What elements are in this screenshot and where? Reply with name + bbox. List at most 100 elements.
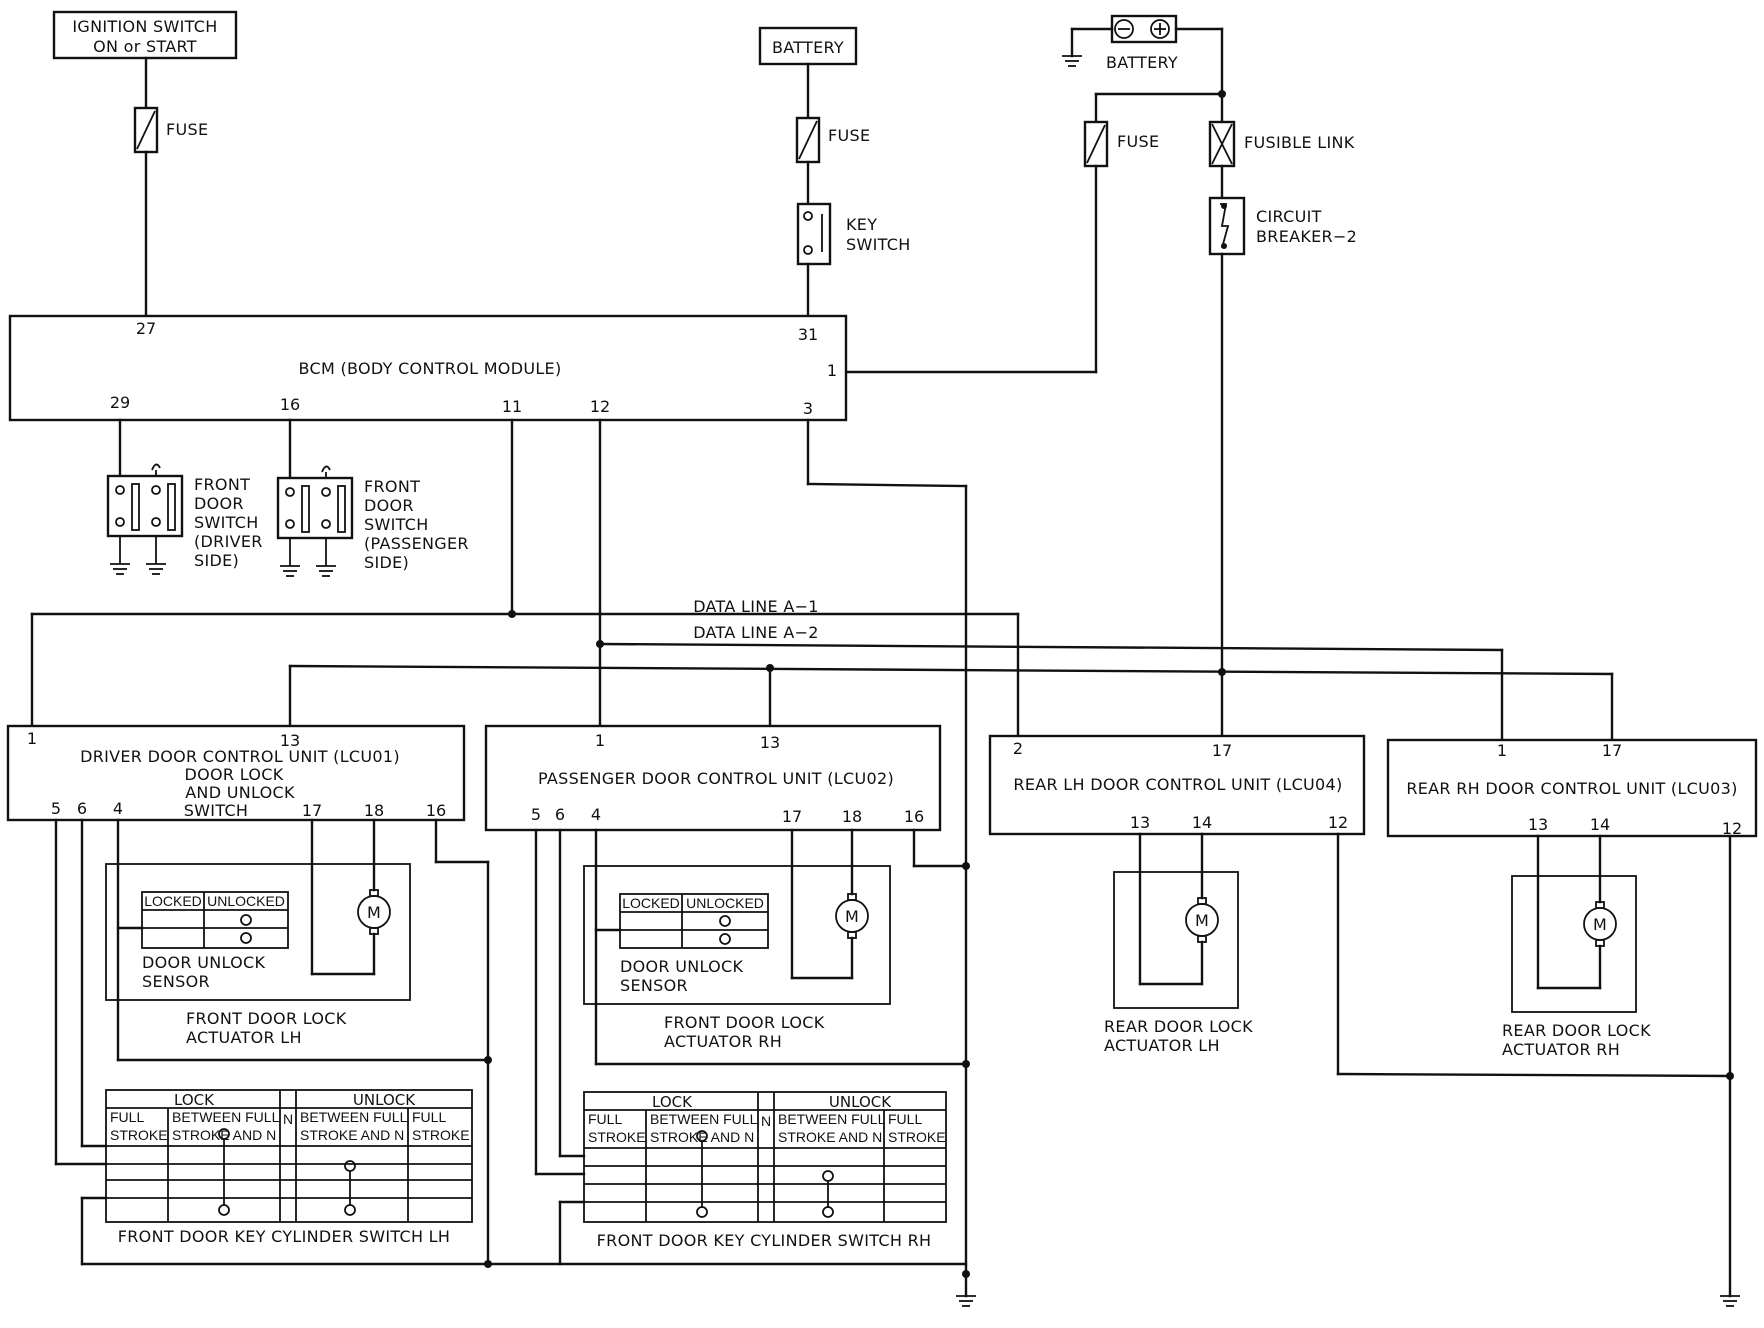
rear-door-lock-actuator-rh: M — [1511, 834, 1637, 1013]
svg-text:M: M — [1195, 911, 1209, 930]
kc-rh-n: N — [761, 1113, 771, 1129]
ignition-switch: IGNITION SWITCH ON or START — [52, 10, 238, 60]
ground-symbol — [956, 1295, 976, 1307]
kc-lh-strokeandn-2: STROKE AND N — [300, 1127, 404, 1143]
sensor-label-rh-2: SENSOR — [620, 976, 688, 995]
rear-actuator-rh-label-2: ACTUATOR RH — [1502, 1040, 1620, 1059]
bcm-pin-12: 12 — [590, 397, 610, 416]
actuator-lh-label-2: ACTUATOR LH — [186, 1028, 302, 1047]
lcu03-pin-17: 17 — [1602, 741, 1622, 760]
kc-rh-strokeandn-1: STROKE AND N — [650, 1129, 754, 1145]
fuse-battery-label: FUSE — [828, 126, 870, 145]
rear-actuator-rh-label-1: REAR DOOR LOCK — [1502, 1021, 1651, 1040]
fusible-link-label: FUSIBLE LINK — [1244, 133, 1355, 152]
lcu04-pin-13: 13 — [1130, 813, 1150, 832]
passenger-switch-label-4: (PASSENGER — [364, 534, 469, 553]
front-door-lock-actuator-rh: LOCKED UNLOCKED DOOR UNLOCK SENSOR M — [583, 865, 891, 1005]
lcu02-pin-4: 4 — [591, 805, 601, 824]
motor-icon: M — [835, 893, 869, 939]
circuit-breaker: CIRCUIT BREAKER−2 — [1208, 196, 1357, 256]
passenger-switch-label-5: SIDE) — [364, 553, 409, 572]
lcu02-title: PASSENGER DOOR CONTROL UNIT (LCU02) — [538, 769, 894, 788]
fuse-ignition: FUSE — [133, 106, 208, 154]
locked-label-rh: LOCKED — [622, 895, 680, 911]
key-cylinder-switch-lh: LOCK UNLOCK N FULL STROKE BETWEEN FULL S… — [105, 1089, 473, 1223]
kc-lh-between-1: BETWEEN FULL — [172, 1109, 280, 1125]
lcu02-pin-6: 6 — [555, 805, 565, 824]
kc-rh-between-2: BETWEEN FULL — [778, 1111, 886, 1127]
battery-symbol-label: BATTERY — [1106, 53, 1178, 72]
kc-rh-strokeandn-2: STROKE AND N — [778, 1129, 882, 1145]
kc-lh-between-2: BETWEEN FULL — [300, 1109, 408, 1125]
front-door-lock-actuator-lh: LOCKED UNLOCKED DOOR UNLOCK SENSOR M — [105, 863, 411, 1001]
kc-rh-lock: LOCK — [652, 1093, 693, 1111]
ground-symbol — [1062, 55, 1082, 67]
lcu01-pin-17: 17 — [302, 801, 322, 820]
driver-switch-label-4: (DRIVER — [194, 532, 263, 551]
ignition-label-2: ON or START — [93, 37, 197, 56]
data-line-a2-label: DATA LINE A−2 — [693, 623, 819, 642]
motor-icon: M — [1185, 897, 1219, 943]
rear-actuator-lh-label-2: ACTUATOR LH — [1104, 1036, 1220, 1055]
bcm-pin-27: 27 — [136, 319, 156, 338]
bcm-pin-31: 31 — [798, 325, 818, 344]
bcm-module: BCM (BODY CONTROL MODULE) 27 31 1 29 16 … — [8, 314, 848, 422]
passenger-switch-label-3: SWITCH — [364, 515, 429, 534]
lcu04-pin-17: 17 — [1212, 741, 1232, 760]
actuator-lh-label-1: FRONT DOOR LOCK — [186, 1009, 347, 1028]
lcu01-sub-1: DOOR LOCK — [184, 765, 283, 784]
battery-box: BATTERY — [758, 26, 858, 66]
circuit-breaker-label-2: BREAKER−2 — [1256, 227, 1357, 246]
lcu01-pin-18: 18 — [364, 801, 384, 820]
lcu02-pin-18: 18 — [842, 807, 862, 826]
battery-symbol: BATTERY — [1106, 14, 1178, 72]
fuse-module-label: FUSE — [1117, 132, 1159, 151]
fuse-battery: FUSE — [795, 116, 870, 164]
kc-lh-stroke-1: STROKE — [110, 1127, 168, 1143]
lcu01-driver-door-control-unit: 1 13 DRIVER DOOR CONTROL UNIT (LCU01) DO… — [6, 724, 466, 822]
ground-symbol — [1720, 1295, 1740, 1307]
svg-text:M: M — [367, 903, 381, 922]
kc-lh-unlock: UNLOCK — [353, 1091, 416, 1109]
lcu03-title: REAR RH DOOR CONTROL UNIT (LCU03) — [1406, 779, 1737, 798]
lcu01-title: DRIVER DOOR CONTROL UNIT (LCU01) — [80, 747, 400, 766]
lcu01-pin-5: 5 — [51, 799, 61, 818]
lcu01-sub-3: SWITCH — [184, 801, 249, 820]
sensor-label-lh-1: DOOR UNLOCK — [142, 953, 265, 972]
actuator-rh-label-1: FRONT DOOR LOCK — [664, 1013, 825, 1032]
key-cylinder-lh-label: FRONT DOOR KEY CYLINDER SWITCH LH — [118, 1227, 450, 1246]
kc-rh-stroke-1: STROKE — [588, 1129, 646, 1145]
passenger-switch-label-2: DOOR — [364, 496, 414, 515]
kc-lh-strokeandn-1: STROKE AND N — [172, 1127, 276, 1143]
lcu04-title: REAR LH DOOR CONTROL UNIT (LCU04) — [1013, 775, 1342, 794]
svg-text:M: M — [1593, 915, 1607, 934]
lcu04-pin-14: 14 — [1192, 813, 1212, 832]
lcu03-pin-12: 12 — [1722, 819, 1742, 838]
kc-lh-lock: LOCK — [174, 1091, 215, 1109]
key-cylinder-rh-label: FRONT DOOR KEY CYLINDER SWITCH RH — [597, 1231, 932, 1250]
fuse-ignition-label: FUSE — [166, 120, 208, 139]
svg-text:M: M — [845, 907, 859, 926]
key-switch-label-1: KEY — [846, 215, 877, 234]
driver-switch-label-2: DOOR — [194, 494, 244, 513]
key-cylinder-switch-rh: LOCK UNLOCK N FULL STROKE BETWEEN FULL S… — [583, 1091, 947, 1223]
kc-rh-unlock: UNLOCK — [829, 1093, 892, 1111]
rear-actuator-lh-label-1: REAR DOOR LOCK — [1104, 1017, 1253, 1036]
door-unlock-sensor-table-rh: LOCKED UNLOCKED — [619, 893, 769, 949]
sensor-label-lh-2: SENSOR — [142, 972, 210, 991]
ignition-label-1: IGNITION SWITCH — [72, 17, 217, 36]
front-door-switch-passenger: FRONT DOOR SWITCH (PASSENGER SIDE) — [276, 465, 469, 577]
lcu01-pin-13: 13 — [280, 731, 300, 750]
battery-box-label: BATTERY — [772, 38, 844, 57]
lcu02-pin-5: 5 — [531, 805, 541, 824]
lcu03-pin-14: 14 — [1590, 815, 1610, 834]
bcm-pin-3: 3 — [803, 399, 813, 418]
bcm-pin-11: 11 — [502, 397, 522, 416]
actuator-rh-label-2: ACTUATOR RH — [664, 1032, 782, 1051]
passenger-switch-label-1: FRONT — [364, 477, 420, 496]
key-switch: KEY SWITCH — [796, 202, 910, 266]
lcu04-pin-2: 2 — [1013, 739, 1023, 758]
lcu02-pin-1: 1 — [595, 731, 605, 750]
